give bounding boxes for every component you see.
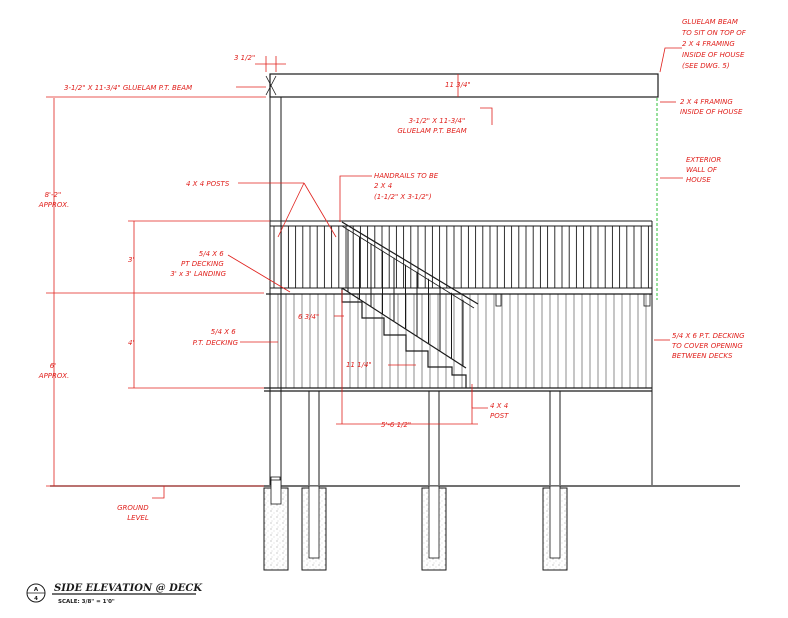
- stair: [341, 221, 479, 388]
- stair-run-dim: 5'-6 1/2": [381, 421, 411, 429]
- handrail: [341, 221, 479, 305]
- drawing-title: SIDE ELEVATION @ DECK: [54, 583, 203, 594]
- dimensions: [46, 47, 683, 499]
- support-posts: [308, 391, 561, 485]
- rail-height-dim: 3': [128, 256, 134, 264]
- title-block: A 4 SIDE ELEVATION @ DECK SCALE: 3/8" = …: [26, 583, 203, 605]
- beam-depth-dim: 11 3/4": [445, 81, 471, 89]
- footing: [421, 485, 447, 571]
- upper-decking-label: 5/4 X 6 PT DECKING 3' x 3' LANDING: [170, 250, 226, 278]
- footings: [263, 479, 568, 571]
- height-lower-dim: 6' APPROX.: [38, 362, 69, 380]
- decking-boards: [269, 294, 647, 388]
- right-decking-label: 5/4 X 6 P.T. DECKING TO COVER OPENING BE…: [672, 332, 747, 360]
- beam-end-cross: [265, 75, 277, 96]
- framing-note: 2 X 4 FRAMING INSIDE OF HOUSE: [680, 98, 743, 116]
- height-upper-dim: 8'-2" APPROX.: [38, 191, 69, 209]
- riser-dim: 6 3/4": [298, 313, 319, 321]
- ground-level-label: GROUND LEVEL: [117, 504, 151, 522]
- beam-width-dim: 3 1/2": [234, 54, 255, 62]
- tread-dim: 11 1/4": [346, 361, 372, 369]
- footing: [263, 479, 289, 571]
- exterior-wall-label: EXTERIOR WALL OF HOUSE: [686, 156, 723, 184]
- stair-balusters: [347, 229, 464, 366]
- posts-label: 4 X 4 POSTS: [186, 180, 230, 188]
- footing: [301, 485, 327, 571]
- beam-left-label: 3-1/2" X 11-3/4" GLUELAM P.T. BEAM: [64, 84, 192, 92]
- post-label: 4 X 4 POST: [490, 402, 510, 420]
- stair-stringer: [341, 287, 467, 369]
- lower-decking-label: 5/4 X 6 P.T. DECKING: [193, 328, 239, 347]
- footing: [542, 485, 568, 571]
- sheet-number: 4: [34, 596, 38, 602]
- gluelam-beam: [269, 73, 659, 98]
- balusters: [273, 226, 649, 288]
- gluelam-note: GLUELAM BEAM TO SIT ON TOP OF 2 X 4 FRAM…: [682, 18, 748, 70]
- detail-number: A: [34, 587, 39, 593]
- stair-treads: [341, 288, 467, 388]
- annotations: 3 1/2" 3-1/2" X 11-3/4" GLUELAM P.T. BEA…: [38, 18, 748, 522]
- handrails-note: HANDRAILS TO BE 2 X 4 (1-1/2" X 3-1/2"): [374, 172, 440, 201]
- beam-center-label: 3-1/2" X 11-3/4" GLUELAM P.T. BEAM: [397, 117, 467, 135]
- lower-deck-dim: 4': [128, 339, 134, 347]
- drawing-scale: SCALE: 3/8" = 1'0": [58, 599, 115, 605]
